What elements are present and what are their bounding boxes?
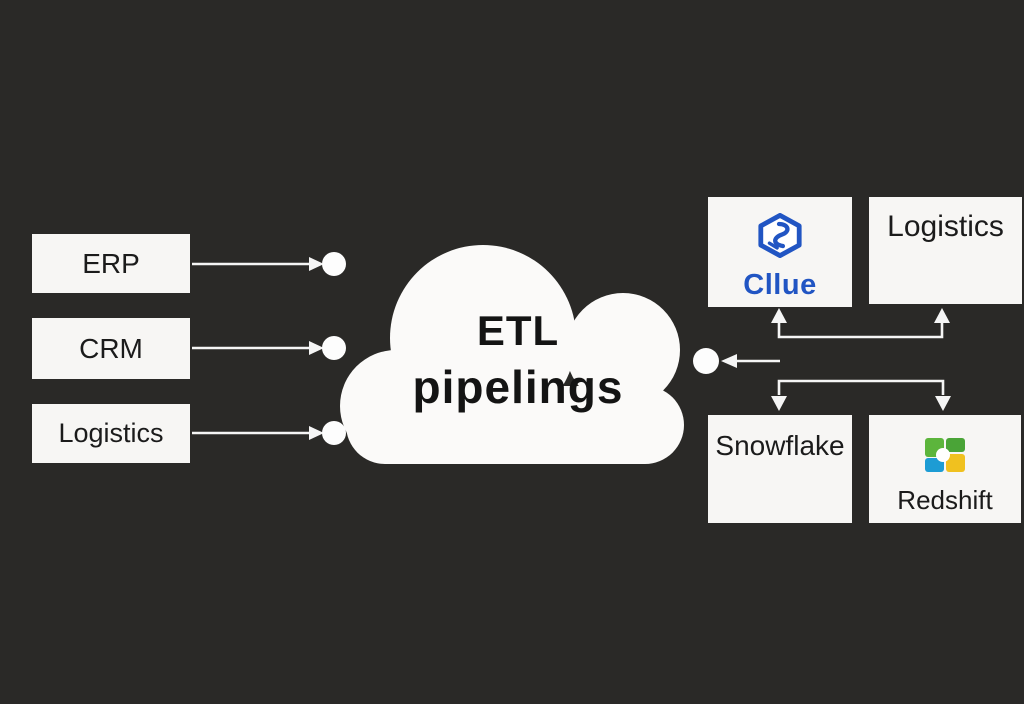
- source-box-erp: ERP: [32, 234, 190, 293]
- redshift-cube-icon: [924, 437, 966, 480]
- cloud-title-line2: pipelings: [412, 361, 624, 413]
- source-connector-arrows: [192, 252, 346, 445]
- destination-label-redshift: Redshift: [897, 484, 993, 515]
- source-label-erp: ERP: [82, 247, 140, 279]
- destination-label-glue: Cllue: [743, 269, 817, 301]
- source-label-crm: CRM: [79, 332, 143, 364]
- destination-label-snowflake: Snowflake: [715, 430, 845, 461]
- etl-cloud-shape: [340, 245, 684, 464]
- top-destination-bracket-arrows: [771, 308, 950, 339]
- cloud-title: ETL pipelings: [358, 307, 678, 413]
- glue-hexagon-icon: [756, 212, 804, 263]
- source-box-logistics: Logistics: [32, 404, 190, 463]
- source-label-logistics: Logistics: [58, 418, 164, 448]
- destination-label-logistics: Logistics: [887, 210, 1004, 243]
- destination-box-redshift: Redshift: [869, 415, 1021, 523]
- destination-box-snowflake: Snowflake: [708, 415, 852, 523]
- destination-box-glue: Cllue: [708, 197, 852, 307]
- destination-box-logistics: Logistics: [869, 197, 1022, 304]
- cloud-title-line1: ETL: [476, 307, 560, 354]
- cloud-output-connector: [693, 348, 780, 374]
- bottom-destination-bracket-arrows: [771, 379, 951, 411]
- source-box-crm: CRM: [32, 318, 190, 379]
